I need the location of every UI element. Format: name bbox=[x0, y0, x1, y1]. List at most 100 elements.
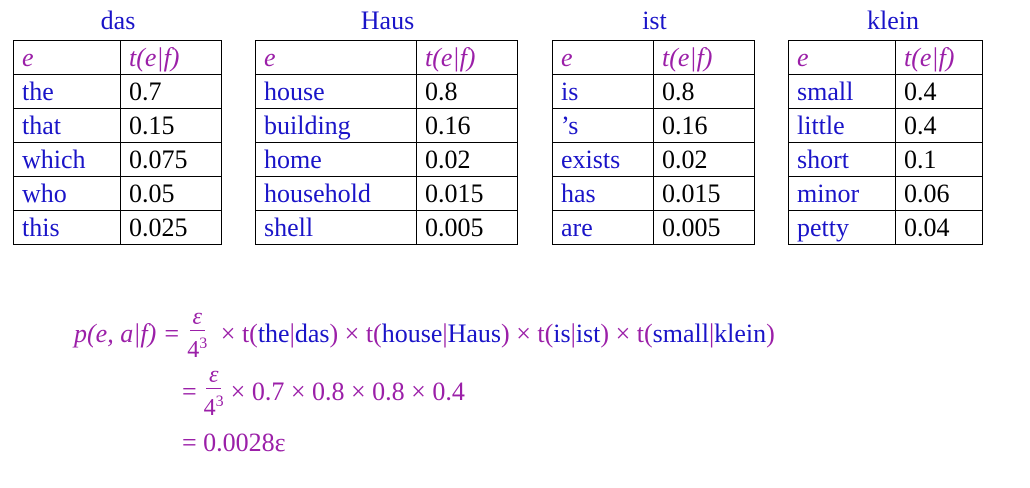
word-cell: petty bbox=[788, 210, 896, 245]
formula-line-2: = ε 43 × 0.7 × 0.8 × 0.8 × 0.4 bbox=[182, 362, 465, 421]
prob-cell: 0.025 bbox=[120, 210, 222, 245]
epsilon-fraction: ε 43 bbox=[184, 304, 210, 363]
header-e: e bbox=[13, 40, 121, 75]
term-word: house bbox=[381, 318, 443, 348]
term-pre: × t( bbox=[344, 318, 382, 348]
formula-line-1: p(e, a|f) = ε 43 × t(the|das) × t(house|… bbox=[74, 304, 775, 363]
prob-cell: 0.1 bbox=[895, 142, 983, 177]
word-cell: ’s bbox=[552, 108, 654, 143]
word-cell: little bbox=[788, 108, 896, 143]
den-exp: 3 bbox=[215, 393, 224, 410]
equals-sign: = bbox=[182, 376, 197, 406]
term-pre: × t( bbox=[220, 318, 258, 348]
term-bar: | bbox=[708, 318, 715, 348]
prob-cell: 0.7 bbox=[120, 74, 222, 109]
fraction-denominator: 43 bbox=[184, 331, 210, 363]
term-word2: klein bbox=[714, 318, 767, 348]
prob-cell: 0.8 bbox=[416, 74, 518, 109]
formula-lhs: p(e, a|f) = bbox=[74, 318, 181, 348]
prob-cell: 0.075 bbox=[120, 142, 222, 177]
word-cell: are bbox=[552, 210, 654, 245]
header-t: t(e|f) bbox=[416, 40, 518, 75]
table-title: klein bbox=[867, 6, 919, 35]
term-word2: Haus bbox=[447, 318, 502, 348]
prob-cell: 0.16 bbox=[416, 108, 518, 143]
table-title: Haus bbox=[360, 6, 415, 35]
word-cell: home bbox=[255, 142, 417, 177]
term-pre: × t( bbox=[615, 318, 653, 348]
fraction-numerator: ε bbox=[189, 304, 206, 331]
prob-cell: 0.05 bbox=[120, 176, 222, 211]
prob-cell: 0.015 bbox=[416, 176, 518, 211]
term-house-haus: × t(house|Haus) bbox=[338, 319, 510, 349]
word-cell: small bbox=[788, 74, 896, 109]
header-e: e bbox=[788, 40, 896, 75]
prob-cell: 0.02 bbox=[416, 142, 518, 177]
den-base: 4 bbox=[203, 395, 216, 421]
word-cell: exists bbox=[552, 142, 654, 177]
term-post: ) bbox=[766, 318, 775, 348]
prob-cell: 0.06 bbox=[895, 176, 983, 211]
word-cell: is bbox=[552, 74, 654, 109]
prob-cell: 0.8 bbox=[653, 74, 755, 109]
prob-cell: 0.4 bbox=[895, 74, 983, 109]
word-cell: building bbox=[255, 108, 417, 143]
word-cell: household bbox=[255, 176, 417, 211]
term-bar: | bbox=[289, 318, 295, 348]
term-post: ) bbox=[501, 318, 510, 348]
header-t: t(e|f) bbox=[895, 40, 983, 75]
den-exp: 3 bbox=[199, 335, 208, 352]
prob-cell: 0.15 bbox=[120, 108, 222, 143]
prob-cell: 0.005 bbox=[416, 210, 518, 245]
term-small-klein: × t(small|klein) bbox=[609, 319, 775, 349]
word-cell: shell bbox=[255, 210, 417, 245]
epsilon-fraction: ε 43 bbox=[201, 362, 227, 421]
word-cell: has bbox=[552, 176, 654, 211]
word-cell: the bbox=[13, 74, 121, 109]
prob-cell: 0.02 bbox=[653, 142, 755, 177]
term-bar: | bbox=[442, 318, 448, 348]
term-word2: das bbox=[294, 318, 330, 348]
term-pre: × t( bbox=[516, 318, 554, 348]
word-cell: minor bbox=[788, 176, 896, 211]
fraction-numerator: ε bbox=[205, 362, 222, 389]
numeric-product: × 0.7 × 0.8 × 0.8 × 0.4 bbox=[230, 376, 465, 406]
word-cell: who bbox=[13, 176, 121, 211]
formula-line-3: = 0.0028ε bbox=[182, 428, 286, 458]
table-title: das bbox=[100, 6, 136, 35]
table-title: ist bbox=[642, 6, 667, 35]
prob-cell: 0.4 bbox=[895, 108, 983, 143]
word-cell: short bbox=[788, 142, 896, 177]
word-cell: that bbox=[13, 108, 121, 143]
header-e: e bbox=[255, 40, 417, 75]
den-base: 4 bbox=[187, 337, 200, 363]
term-word: the bbox=[257, 318, 290, 348]
term-word: small bbox=[652, 318, 709, 348]
word-cell: this bbox=[13, 210, 121, 245]
